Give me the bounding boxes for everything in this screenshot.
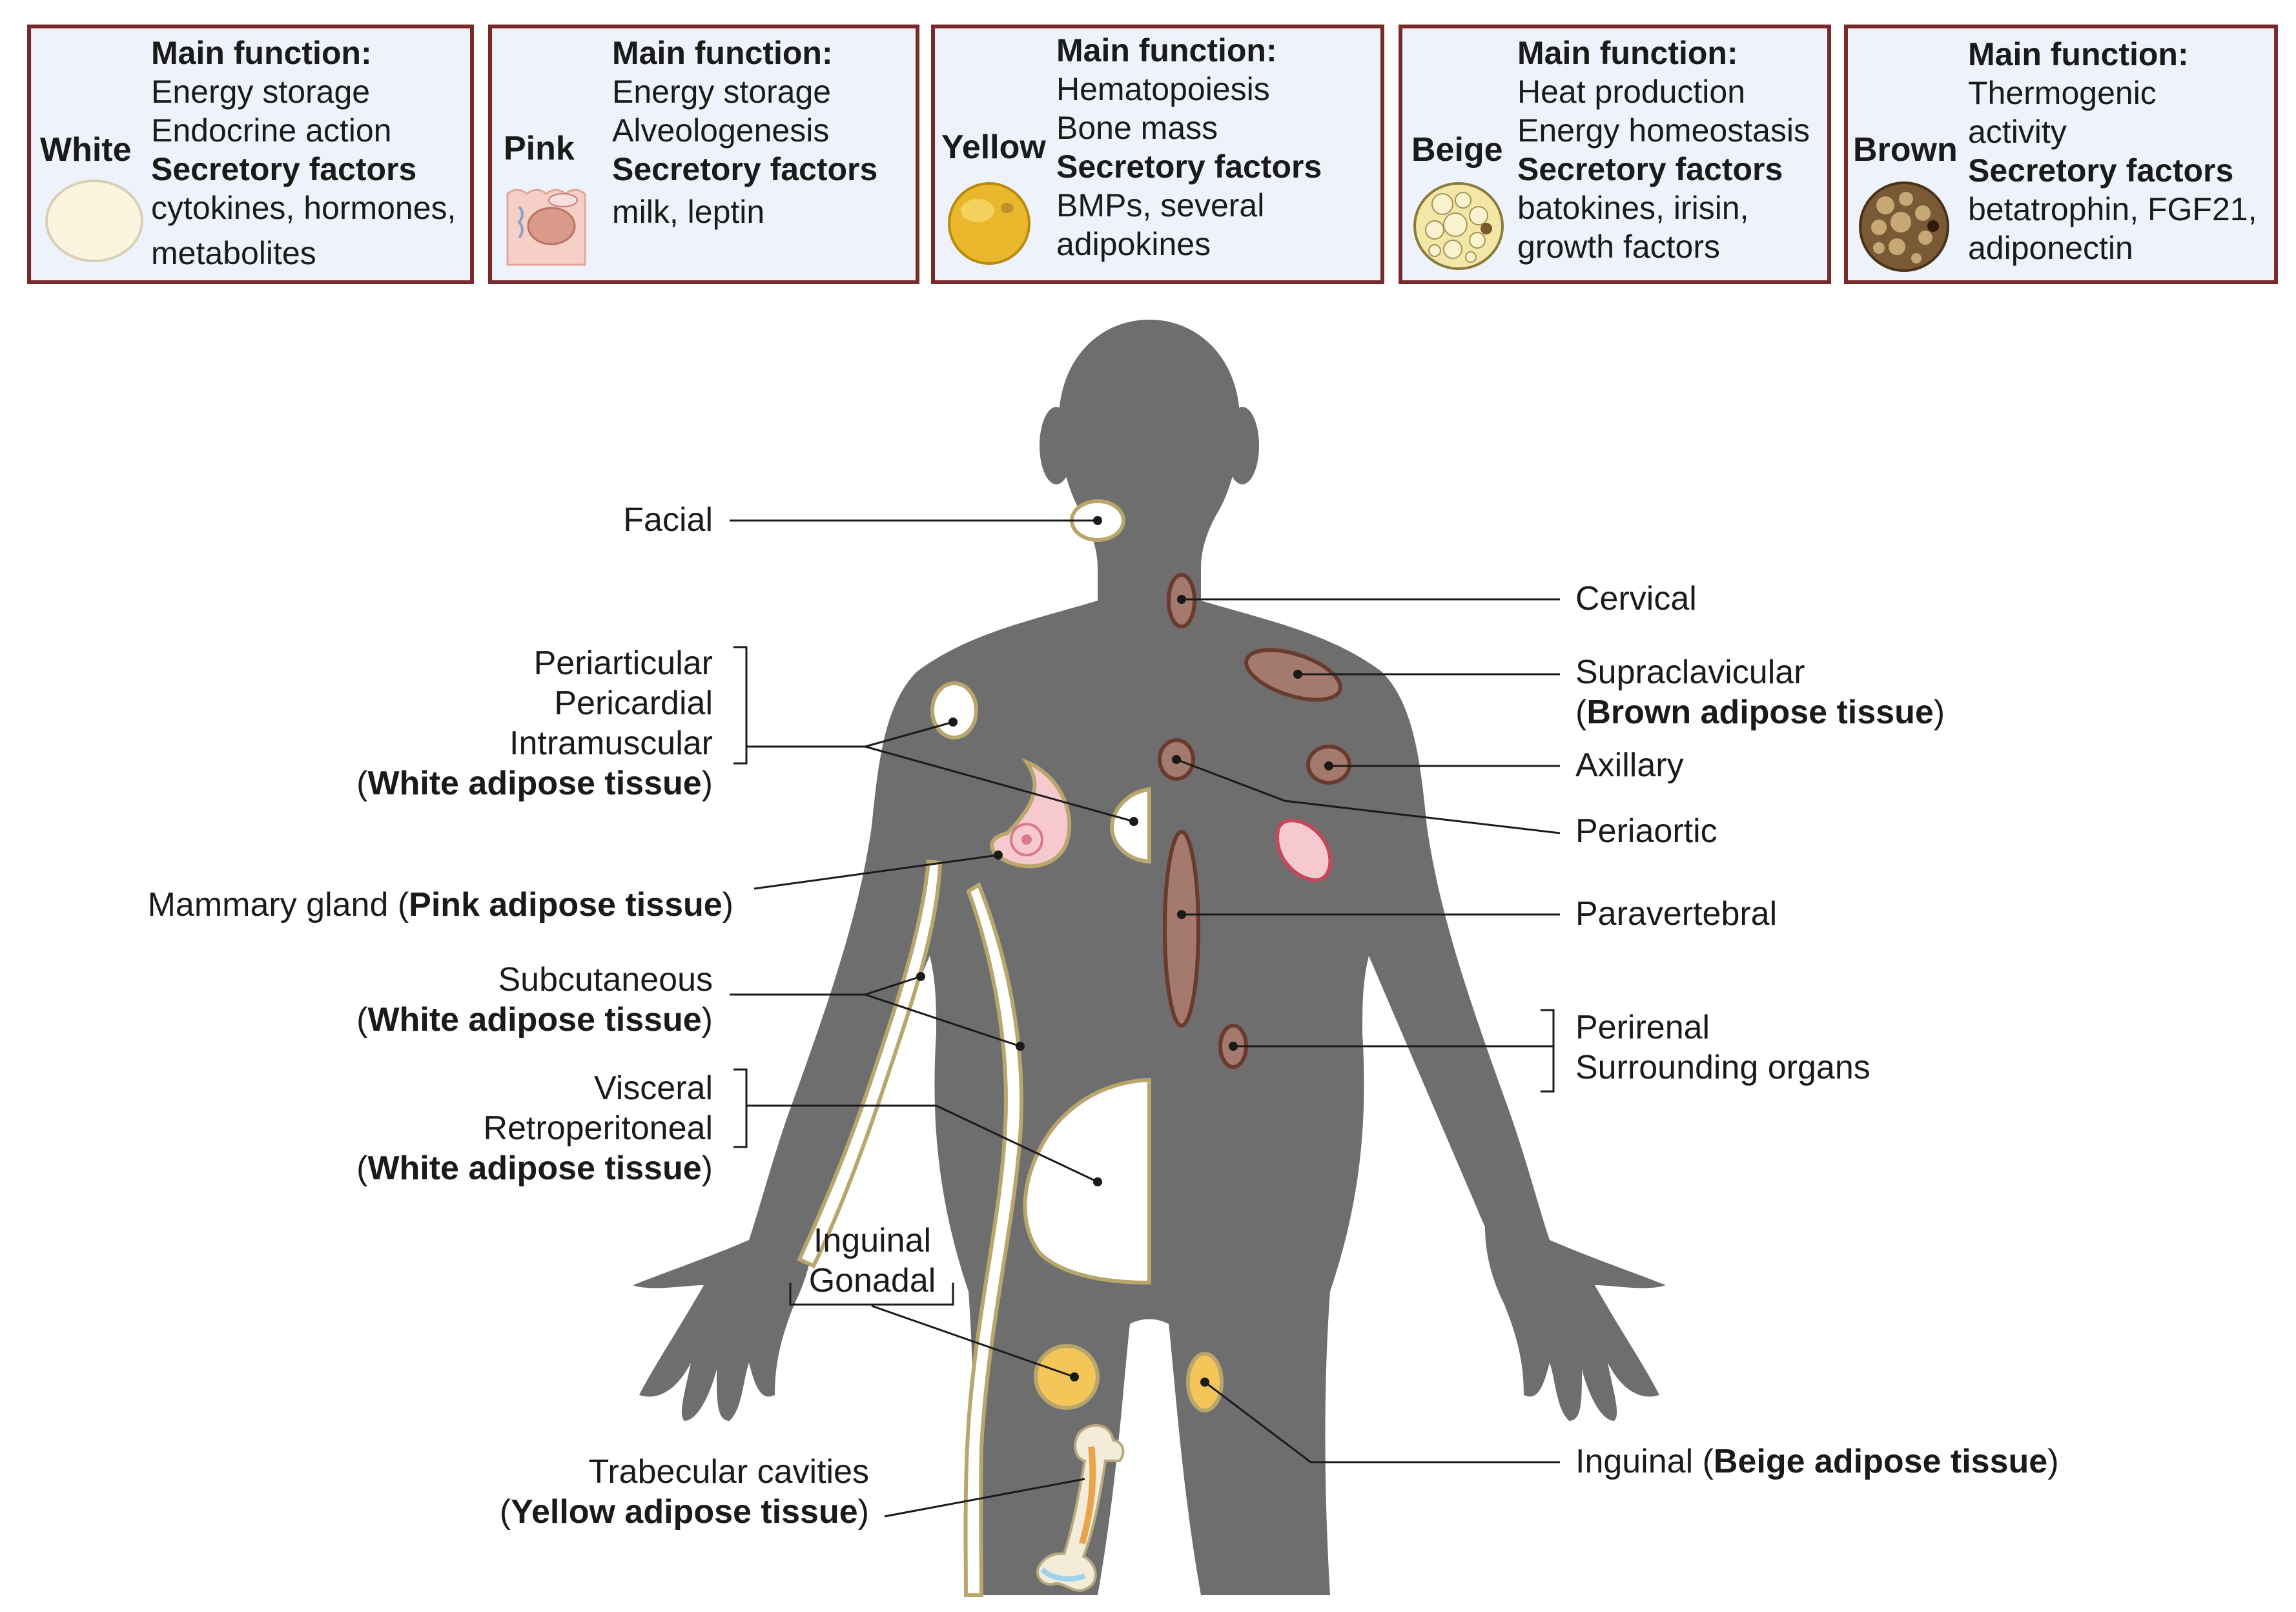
yellow-adipose-panel: Yellow Main function: Hematopoiesis Bone… — [931, 25, 1384, 284]
panel-description: Main function: Energy storage Endocrine … — [151, 34, 456, 273]
subcutaneous-arm-fat — [797, 859, 943, 1268]
label-visceral-group: Visceral Retroperitoneal (White adipose … — [356, 1068, 713, 1188]
beige-adipocyte-icon — [1413, 182, 1504, 270]
leader-lines — [730, 519, 1561, 1518]
label-periaortic: Periaortic — [1575, 812, 1717, 850]
panel-description: Main function: Thermogenic activity Secr… — [1968, 35, 2257, 267]
panel-line: Hematopoiesis — [1056, 71, 1270, 107]
panel-description: Main function: Heat production Energy ho… — [1517, 34, 1810, 266]
panel-line: Main function: — [1056, 32, 1277, 68]
panel-line: Secretory factors — [1056, 149, 1322, 185]
panel-type-label: Beige — [1411, 131, 1503, 169]
panel-line: Energy homeostasis — [1517, 112, 1810, 149]
panel-line: Energy storage — [612, 74, 832, 110]
label-supraclavicular-group: Supraclavicular (Brown adipose tissue) — [1575, 652, 1945, 732]
panel-line: Secretory factors — [1968, 152, 2234, 189]
panel-line: growth factors — [1517, 229, 1721, 265]
label-mammary-gland: Mammary gland (Pink adipose tissue) — [147, 886, 733, 924]
label-perirenal-group: Perirenal Surrounding organs — [1575, 1008, 1871, 1088]
label-axillary: Axillary — [1575, 747, 1684, 784]
label-cervical: Cervical — [1575, 580, 1697, 617]
panel-description: Main function: Hematopoiesis Bone mass S… — [1056, 31, 1322, 264]
label-yellow-adipose-tissue: (Yellow adipose tissue) — [499, 1493, 869, 1531]
label-periarticular-group: Periarticular Pericardial Intramuscular … — [356, 643, 713, 803]
panel-line: milk, leptin — [612, 194, 765, 230]
label-inguinal: Inguinal — [813, 1222, 932, 1259]
label-subcutaneous-group: Subcutaneous (White adipose tissue) — [356, 960, 713, 1040]
panel-type-label: Brown — [1853, 131, 1958, 169]
paravertebral-fat — [1163, 830, 1200, 1028]
label-retroperitoneal: Retroperitoneal — [483, 1110, 713, 1147]
label-perirenal: Perirenal — [1575, 1009, 1710, 1046]
panel-line: activity — [1968, 114, 2067, 150]
label-white-adipose-tissue: (White adipose tissue) — [356, 765, 713, 802]
body-silhouette — [633, 320, 1666, 1595]
label-trabecular: Trabecular cavities — [588, 1453, 869, 1491]
label-trabecular-group: Trabecular cavities (Yellow adipose tiss… — [500, 1452, 869, 1532]
label-facial: Facial — [623, 501, 713, 539]
subcutaneous-trunk-fat — [963, 882, 1023, 1597]
panel-line: cytokines, hormones, — [151, 190, 456, 226]
panel-line: Thermogenic — [1968, 75, 2157, 111]
panel-line: Heat production — [1517, 74, 1746, 110]
periarticular-fat — [930, 681, 978, 739]
panel-line: Energy storage — [151, 74, 371, 110]
panel-type-label: Pink — [504, 130, 575, 167]
yellow-adipocyte-icon — [948, 182, 1030, 265]
panel-line: Main function: — [1968, 36, 2189, 72]
label-brown-adipose-tissue: (Brown adipose tissue) — [1575, 694, 1945, 731]
panel-line: Secretory factors — [612, 151, 878, 187]
label-intramuscular: Intramuscular — [509, 725, 713, 762]
leader-dots — [916, 516, 1333, 1387]
panel-line: Main function: — [151, 35, 372, 71]
label-visceral: Visceral — [593, 1070, 713, 1107]
panel-line: adipokines — [1056, 226, 1211, 262]
mammary-gland — [990, 758, 1072, 869]
label-white-adipose-tissue: (White adipose tissue) — [356, 1001, 713, 1038]
pink-adipocyte-icon — [506, 189, 586, 266]
panel-line: Alveologenesis — [612, 112, 830, 149]
panel-type-label: Yellow — [941, 129, 1046, 166]
panel-description: Main function: Energy storage Alveologen… — [612, 34, 877, 231]
white-adipocyte-icon — [45, 180, 143, 262]
white-adipose-panel: White Main function: Energy storage Endo… — [27, 25, 474, 284]
brown-adipose-panel: Brown Main function: Thermogenic activit… — [1844, 25, 2278, 284]
label-inguinal-beige: Inguinal (Beige adipose tissue) — [1575, 1443, 2059, 1480]
panel-line: adiponectin — [1968, 230, 2133, 266]
visceral-fat — [1023, 1077, 1151, 1285]
panel-type-label: White — [40, 131, 132, 169]
label-inguinal-gonadal-group: Inguinal Gonadal — [805, 1221, 940, 1301]
beige-adipose-panel: Beige Main function: Heat production Ene… — [1399, 25, 1831, 284]
panel-line: Secretory factors — [151, 151, 417, 187]
label-white-adipose-tissue: (White adipose tissue) — [356, 1150, 713, 1187]
panel-line: Bone mass — [1056, 110, 1218, 146]
label-subcutaneous: Subcutaneous — [498, 961, 713, 998]
panel-line: metabolites — [151, 235, 316, 271]
pink-adipose-panel: Pink Main function: Energy storage Alveo… — [488, 25, 919, 284]
label-periarticular: Periarticular — [533, 645, 713, 682]
brown-adipocyte-icon — [1859, 181, 1949, 272]
femur-bone-icon — [1036, 1423, 1125, 1592]
supraclavicular-fat — [1244, 648, 1342, 702]
panel-line: betatrophin, FGF21, — [1968, 191, 2257, 227]
gonadal-fat — [1034, 1344, 1100, 1410]
panel-line: BMPs, several — [1056, 187, 1265, 223]
pink-fat-patch — [1275, 818, 1333, 883]
label-surrounding-organs: Surrounding organs — [1575, 1049, 1871, 1086]
label-pericardial: Pericardial — [554, 685, 713, 722]
label-gonadal: Gonadal — [808, 1262, 936, 1299]
panel-line: Endocrine action — [151, 112, 392, 149]
panel-line: Main function: — [1517, 35, 1738, 71]
panel-line: batokines, irisin, — [1517, 190, 1749, 226]
panel-line: Main function: — [612, 35, 833, 71]
label-supraclavicular: Supraclavicular — [1575, 654, 1805, 691]
panel-line: Secretory factors — [1517, 151, 1783, 187]
pericardial-fat — [1109, 787, 1151, 864]
label-paravertebral: Paravertebral — [1575, 895, 1778, 933]
